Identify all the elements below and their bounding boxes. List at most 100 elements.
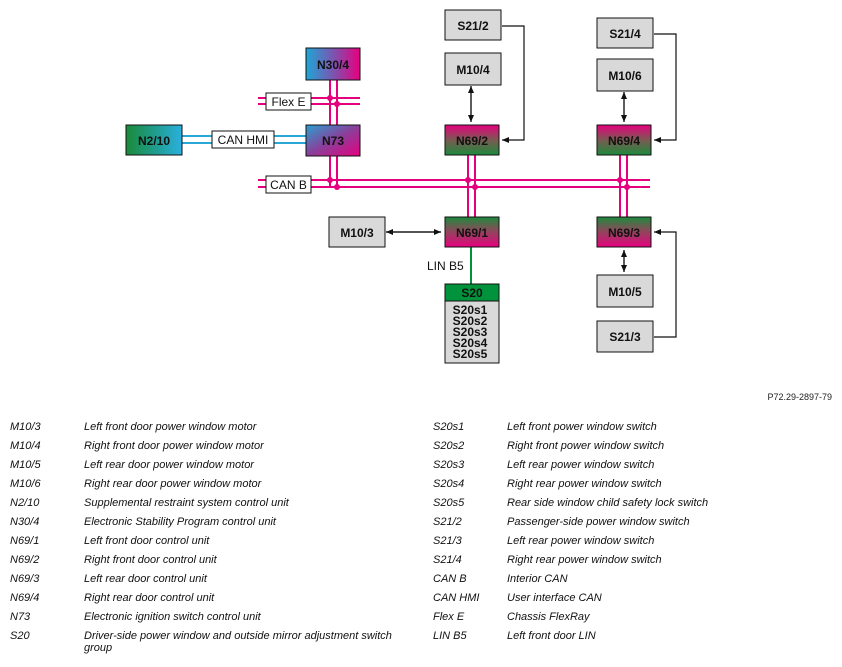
legend-code: S21/3 — [433, 535, 462, 547]
can-b-bus — [258, 179, 650, 188]
legend-description: Left front door LIN — [507, 630, 596, 642]
bus-junctions — [327, 95, 630, 190]
legend-description: Right rear power window switch — [507, 478, 662, 490]
svg-text:N69/4: N69/4 — [608, 134, 640, 148]
legend-row: LIN B5 Left front door LIN — [433, 630, 833, 649]
svg-text:S20s1: S20s1 — [453, 303, 488, 317]
flex-e-label-box: Flex E — [265, 92, 312, 111]
s21-2-box: S21/2 — [444, 9, 502, 41]
legend-code: N30/4 — [10, 516, 40, 528]
legend-description: Rear side window child safety lock switc… — [507, 497, 709, 509]
legend-code: N73 — [10, 611, 31, 623]
legend-description: Right front power window switch — [507, 440, 665, 452]
legend-code: LIN B5 — [433, 630, 467, 642]
s20-group: S20 S20s1 S20s2 S20s3 S20s4 S20s5 — [444, 283, 500, 364]
legend-row: S20s1 Left front power window switch — [433, 421, 833, 440]
svg-text:S21/3: S21/3 — [609, 330, 641, 344]
m10-6-box: M10/6 — [596, 58, 654, 92]
n30-4-box: N30/4 — [305, 47, 361, 81]
legend-row: CAN B Interior CAN — [433, 573, 833, 592]
legend-description: Supplemental restraint system control un… — [84, 497, 289, 509]
legend-description: Right front door power window motor — [84, 440, 264, 452]
legend-row: N73 Electronic ignition switch control un… — [10, 611, 420, 630]
can-hmi-label: CAN HMI — [218, 133, 269, 147]
legend-description: Left front door control unit — [84, 535, 210, 547]
can-hmi-label-box: CAN HMI — [211, 130, 275, 149]
svg-text:M10/4: M10/4 — [456, 63, 490, 77]
legend-code: N69/2 — [10, 554, 40, 566]
legend-row: S20s3 Left rear power window switch — [433, 459, 833, 478]
legend-description: Left rear power window switch — [507, 535, 655, 547]
svg-text:M10/3: M10/3 — [340, 226, 374, 240]
legend-row: N69/3 Left rear door control unit — [10, 573, 420, 592]
svg-text:N69/1: N69/1 — [456, 226, 488, 240]
legend-description: Right rear power window switch — [507, 554, 662, 566]
legend-row: S20 Driver-side power window and outside … — [10, 630, 420, 654]
legend-code: N69/4 — [10, 592, 40, 604]
legend-description: Right rear door control unit — [84, 592, 215, 604]
n69-1-box: N69/1 — [444, 216, 500, 248]
legend-code: N2/10 — [10, 497, 40, 509]
svg-text:S20s5: S20s5 — [453, 347, 488, 361]
svg-text:S21/2: S21/2 — [457, 19, 489, 33]
legend-description: Left rear power window switch — [507, 459, 655, 471]
legend-row: N69/2 Right front door control unit — [10, 554, 420, 573]
n2-10-box: N2/10 — [125, 124, 183, 156]
legend-description: Driver-side power window and outside mir… — [84, 630, 392, 654]
can-b-label-box: CAN B — [265, 175, 312, 194]
legend-code: M10/3 — [10, 421, 41, 433]
legend-description: Electronic ignition switch control unit — [84, 611, 261, 623]
flex-e-label: Flex E — [271, 95, 305, 109]
lin-b5-label: LIN B5 — [427, 259, 464, 273]
legend-code: S21/2 — [433, 516, 462, 528]
legend-description: Left front power window switch — [507, 421, 657, 433]
n69-3-box: N69/3 — [596, 216, 652, 248]
s21-4-box: S21/4 — [596, 17, 654, 49]
legend-code: CAN HMI — [433, 592, 480, 604]
svg-text:N73: N73 — [322, 134, 344, 148]
legend-description: Interior CAN — [507, 573, 568, 585]
legend-description: Left rear door control unit — [84, 573, 207, 585]
legend-code: S20s3 — [433, 459, 465, 471]
legend-description: Left rear door power window motor — [84, 459, 254, 471]
legend-code: S21/4 — [433, 554, 462, 566]
s21-3-box: S21/3 — [596, 320, 654, 353]
legend-code: S20s1 — [433, 421, 465, 433]
svg-text:M10/5: M10/5 — [608, 285, 642, 299]
legend-row: N69/4 Right rear door control unit — [10, 592, 420, 611]
legend-description: Left front door power window motor — [84, 421, 257, 433]
legend-description: Right rear door power window motor — [84, 478, 262, 490]
legend-row: S21/2 Passenger-side power window switch — [433, 516, 833, 535]
legend-description: Chassis FlexRay — [507, 611, 590, 623]
m10-4-box: M10/4 — [444, 52, 502, 86]
legend-row: M10/3 Left front door power window motor — [10, 421, 420, 440]
svg-text:M10/6: M10/6 — [608, 69, 642, 83]
legend-code: CAN B — [433, 573, 467, 585]
legend-row: N2/10 Supplemental restraint system contr… — [10, 497, 420, 516]
legend-row: S21/4 Right rear power window switch — [433, 554, 833, 573]
legend-code: N69/1 — [10, 535, 40, 547]
svg-text:S20s2: S20s2 — [453, 314, 488, 328]
n73-box: N73 — [305, 124, 361, 157]
can-b-label: CAN B — [270, 178, 307, 192]
legend-code: N69/3 — [10, 573, 40, 585]
legend-code: S20s4 — [433, 478, 465, 490]
svg-text:S20s3: S20s3 — [453, 325, 488, 339]
network-diagram: Flex E CAN HMI CAN B LIN B5 N30/4 N2/10 … — [125, 9, 677, 364]
legend-description: Passenger-side power window switch — [507, 516, 690, 528]
m10-3-box: M10/3 — [328, 216, 386, 248]
svg-text:N69/3: N69/3 — [608, 226, 640, 240]
svg-text:S20: S20 — [461, 286, 483, 300]
legend-description: Right front door control unit — [84, 554, 217, 566]
legend-code: S20 — [10, 630, 30, 642]
legend-code: M10/4 — [10, 440, 41, 452]
m10-5-box: M10/5 — [596, 274, 654, 308]
legend-row: M10/4 Right front door power window motor — [10, 440, 420, 459]
